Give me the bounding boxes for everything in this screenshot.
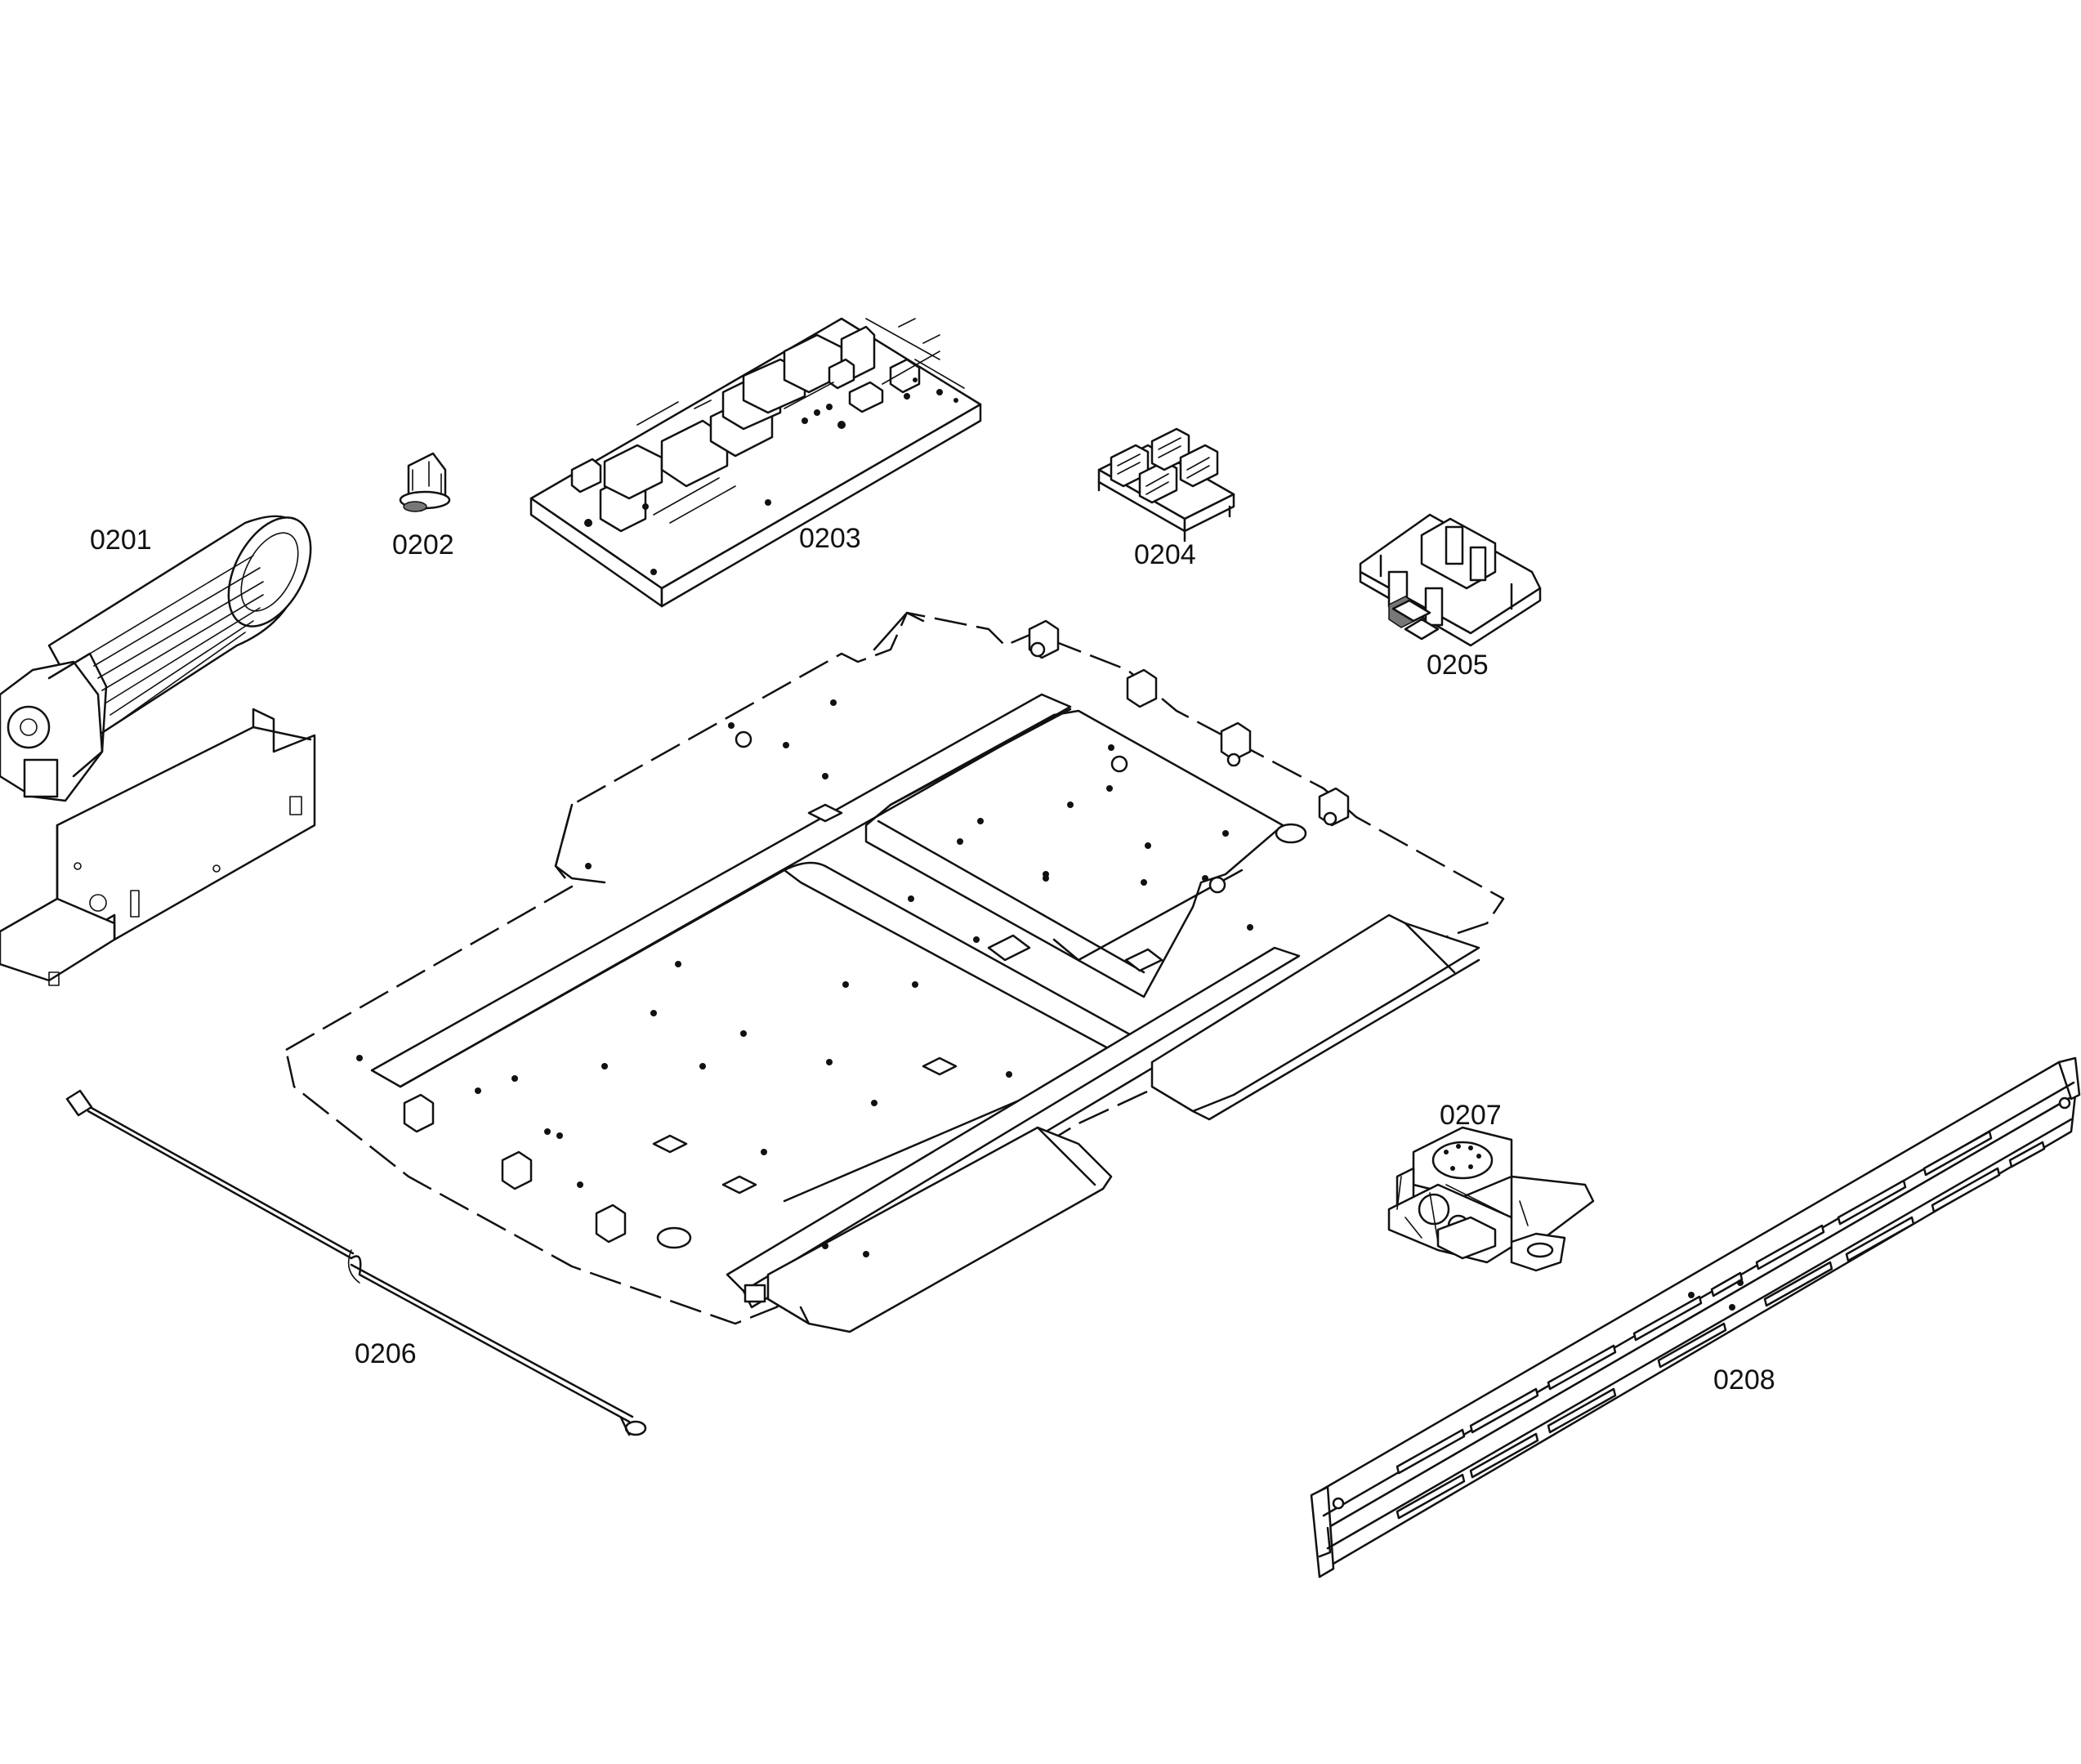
label-0202: 0202 — [392, 529, 454, 560]
part-labels: 0201 0202 0203 0204 0205 0206 0207 0208 — [90, 523, 1775, 1396]
thermostat-part[interactable] — [399, 452, 451, 512]
connector-block-part[interactable] — [1359, 513, 1542, 647]
label-0206: 0206 — [355, 1338, 417, 1369]
fan-motor-part[interactable] — [0, 504, 328, 986]
label-0203: 0203 — [799, 523, 861, 554]
relay-board-part[interactable] — [1097, 427, 1235, 543]
label-0207: 0207 — [1440, 1100, 1502, 1131]
control-board-part[interactable] — [529, 317, 982, 608]
base-plate — [284, 611, 1505, 1333]
label-0201: 0201 — [90, 525, 152, 556]
door-lock-motor-part[interactable] — [1387, 1126, 1595, 1272]
label-0208: 0208 — [1713, 1364, 1775, 1396]
wire-harness-part[interactable] — [65, 1089, 647, 1436]
vent-trim-part[interactable] — [1310, 1056, 2081, 1579]
label-0204: 0204 — [1134, 539, 1196, 570]
label-0205: 0205 — [1427, 650, 1489, 681]
